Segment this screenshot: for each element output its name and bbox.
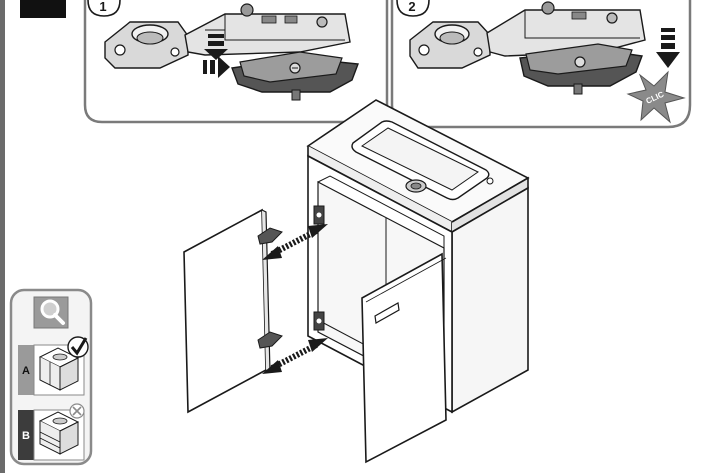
slide-down-arrow — [204, 34, 228, 60]
page-corner-tab — [20, 0, 66, 18]
click-burst: CLIC — [626, 70, 686, 124]
hinge-arm — [486, 1, 646, 57]
hinge-cup — [409, 21, 491, 69]
right-door — [361, 252, 447, 464]
cabinet-hinge-bottom — [313, 311, 325, 331]
step-2-panel: 2 CLIC — [390, 0, 692, 129]
vanity-cabinet — [306, 99, 530, 464]
step-1-panel: 1 — [83, 0, 389, 124]
door-hinge-bottom — [257, 331, 283, 349]
press-down-arrow — [656, 28, 680, 68]
mounting-plate — [519, 43, 643, 95]
hinge-cup — [104, 21, 189, 69]
step-1-number: 1 — [99, 0, 106, 14]
mounting-plate — [231, 51, 359, 101]
door-hinge-top — [257, 227, 283, 245]
left-door — [183, 208, 283, 414]
attach-arrow-top — [262, 224, 328, 260]
page-edge-bar — [0, 0, 5, 473]
option-b-letter: B — [22, 430, 30, 442]
magnifier-icon — [40, 299, 65, 325]
slide-right-arrow — [203, 56, 230, 78]
step-2-badge — [396, 0, 430, 17]
option-b: B — [18, 409, 85, 461]
tap-hole — [486, 177, 494, 185]
cabinet-hinge-top — [313, 205, 325, 225]
cross-icon — [69, 403, 85, 419]
check-icon — [67, 336, 89, 358]
option-a-letter: A — [22, 365, 30, 377]
door-handle — [374, 302, 400, 324]
option-b-tab — [18, 410, 34, 460]
step-2-number: 2 — [408, 0, 415, 14]
step-1-badge — [87, 0, 121, 17]
hinge-arm — [184, 3, 351, 56]
inspection-panel: A B — [9, 288, 93, 466]
option-a-tab — [18, 345, 34, 395]
attach-arrow-bottom — [262, 338, 328, 374]
